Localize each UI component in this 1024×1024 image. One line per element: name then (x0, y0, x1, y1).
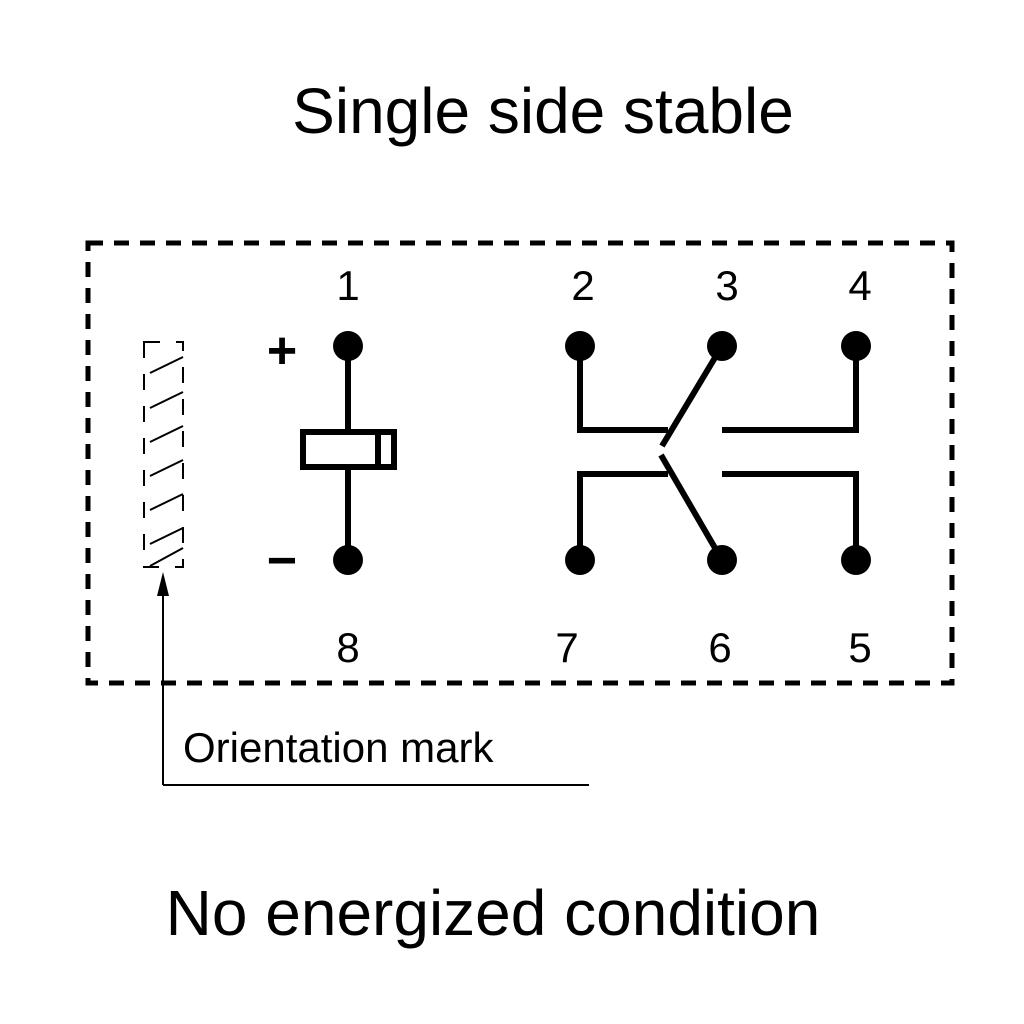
orientation-mark-label: Orientation mark (183, 724, 494, 771)
pin-7-terminal (565, 545, 595, 575)
pin-2-terminal (565, 331, 595, 361)
pin-1-terminal (333, 331, 363, 361)
pin-3-terminal (707, 331, 737, 361)
pin-label-6: 6 (708, 624, 731, 671)
diagram-caption: No energized condition (166, 877, 821, 949)
coil-plus-sign: + (267, 322, 297, 380)
pin-label-1: 1 (336, 262, 359, 309)
orientation-mark (143, 341, 184, 568)
pin-4-terminal (841, 331, 871, 361)
pin-label-2: 2 (571, 262, 594, 309)
coil-minus-sign: − (267, 532, 297, 590)
pin-label-3: 3 (715, 262, 738, 309)
package-outline (85, 240, 955, 686)
pin-8-terminal (333, 545, 363, 575)
contact-wiring (577, 344, 859, 562)
pin-5-terminal (841, 545, 871, 575)
pin-label-7: 7 (555, 624, 578, 671)
arrow-up-icon (157, 572, 169, 596)
pin-label-5: 5 (848, 624, 871, 671)
pin-terminals (333, 331, 871, 575)
pin-6-terminal (707, 545, 737, 575)
coil-symbol (300, 346, 397, 560)
pin-label-8: 8 (336, 624, 359, 671)
diagram-title: Single side stable (292, 75, 794, 147)
pin-label-4: 4 (848, 262, 871, 309)
orientation-pointer (157, 572, 589, 786)
